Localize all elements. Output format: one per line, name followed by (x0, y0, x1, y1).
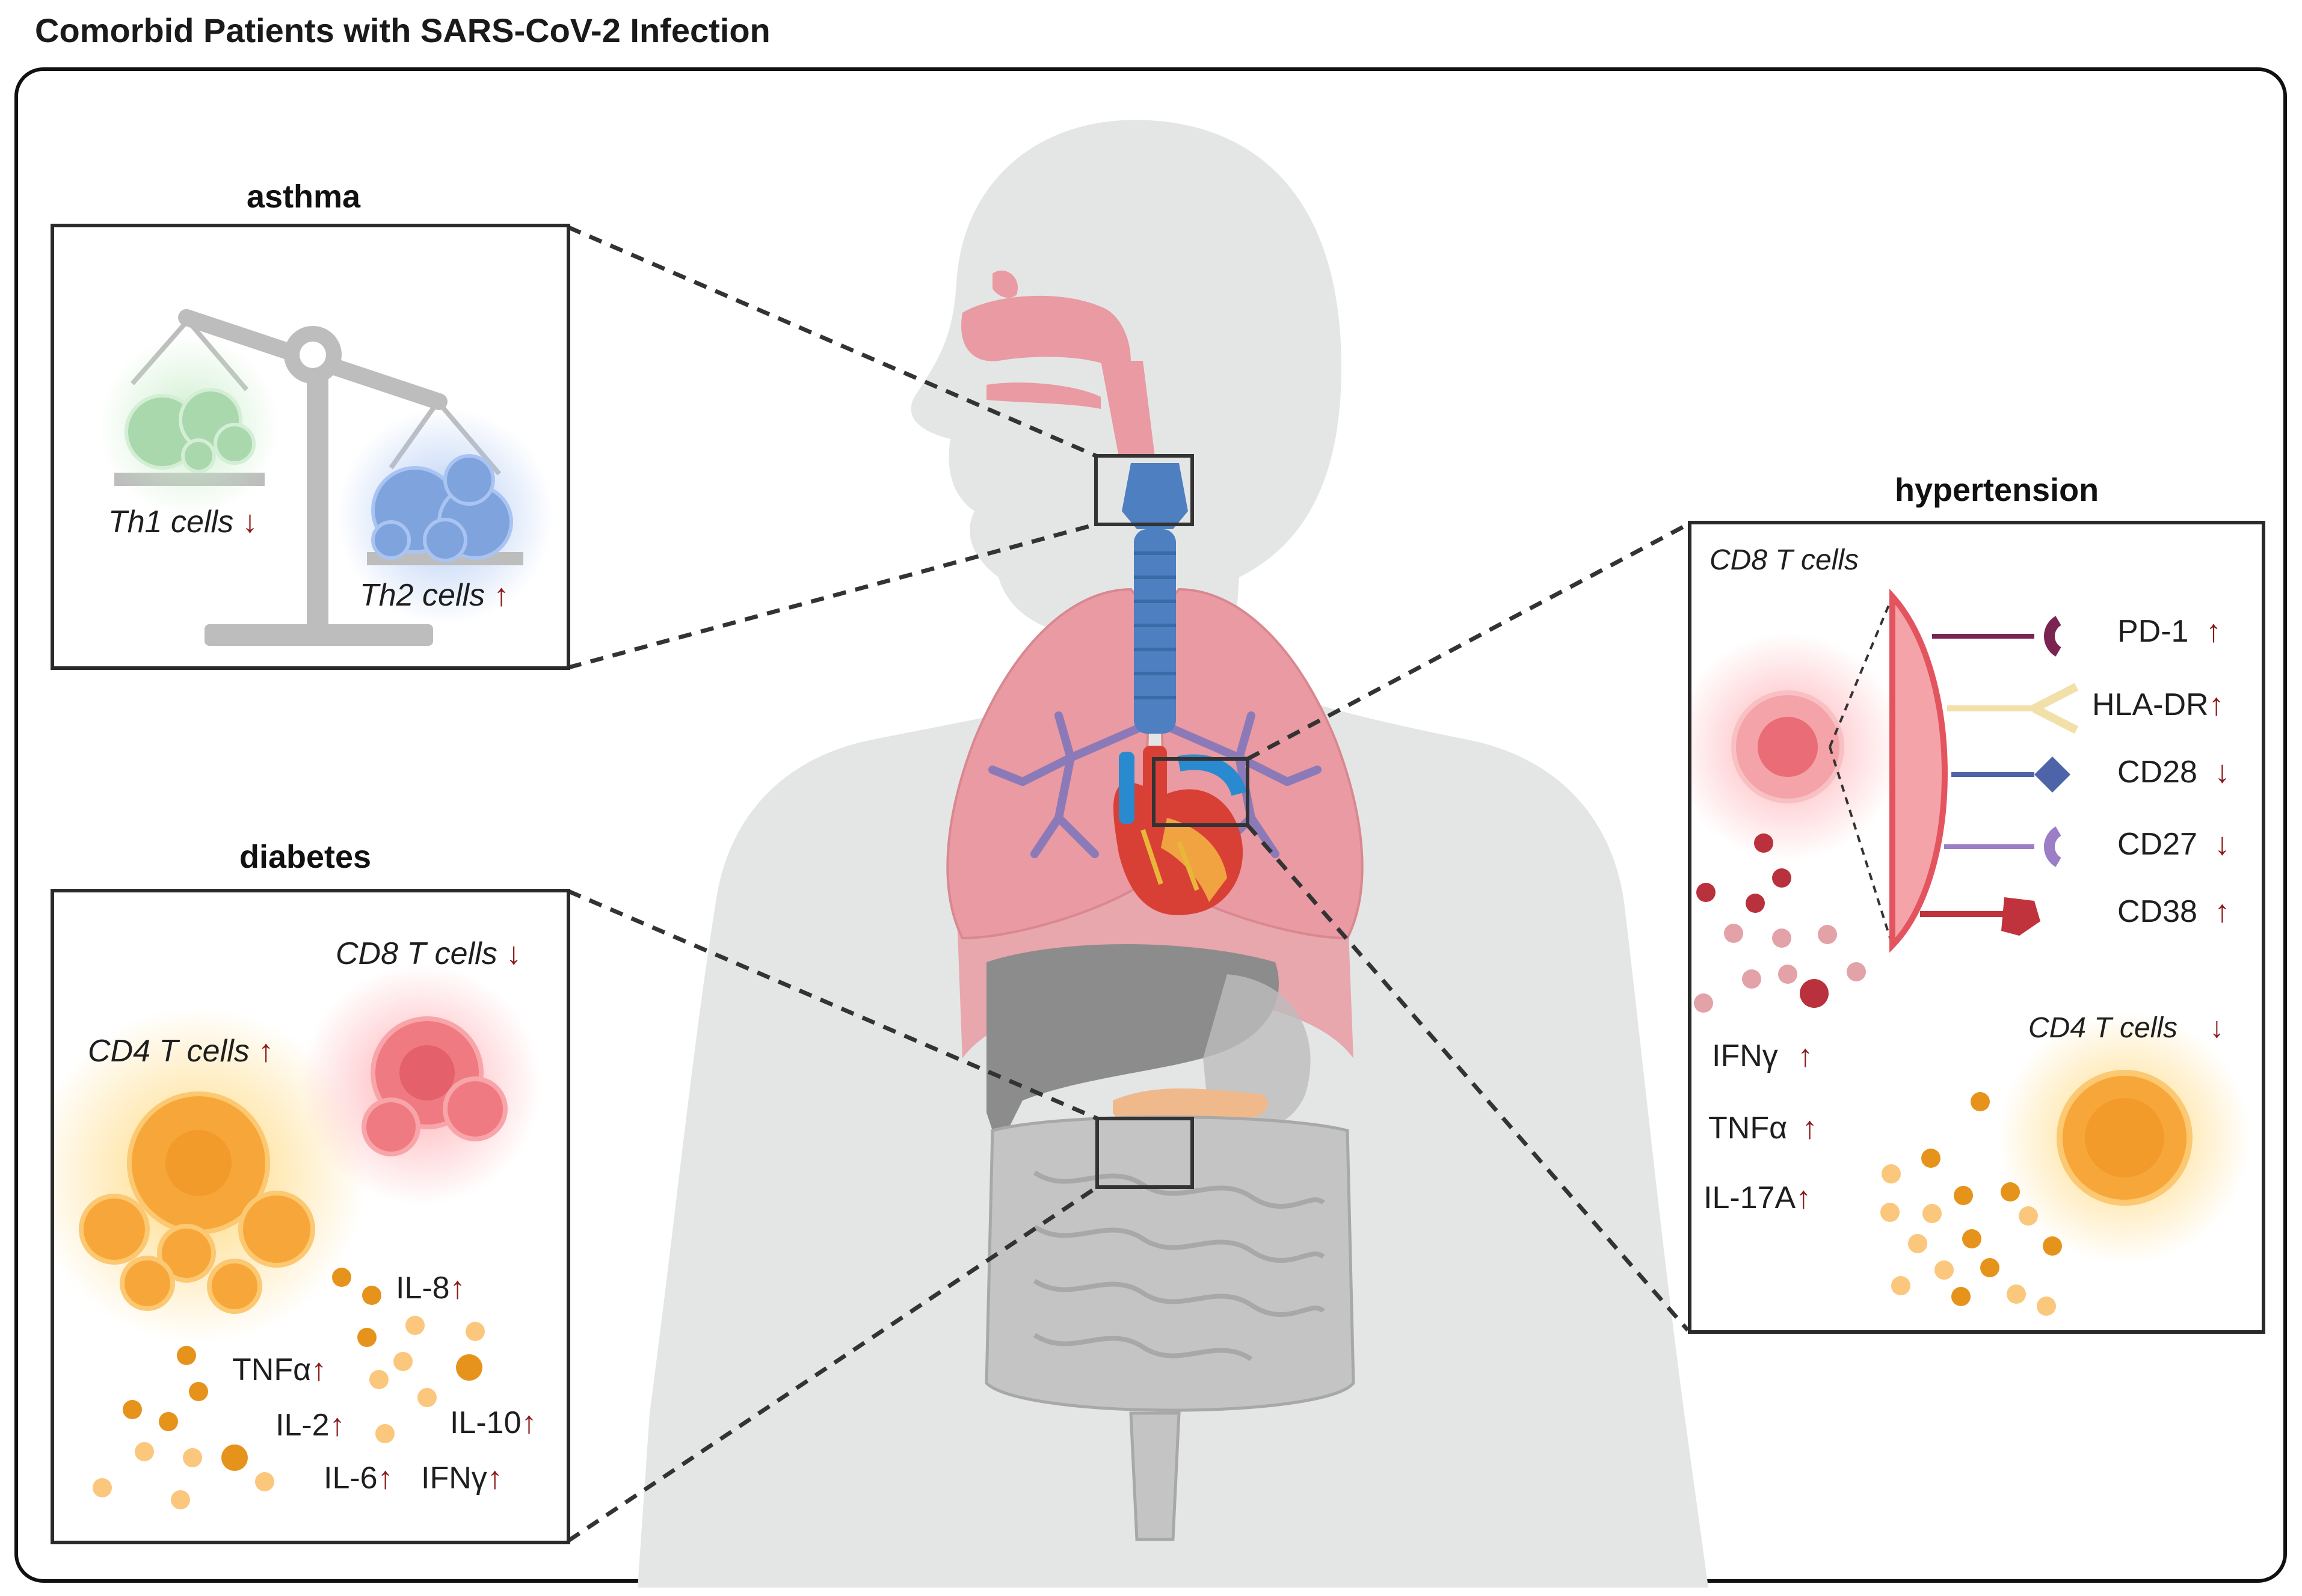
cd4-t-cells-icon (79, 1091, 315, 1314)
cd28-receptor (1951, 757, 2070, 793)
cd8-t-cells-icon (362, 1016, 508, 1156)
th2-cells-label: Th2 cells ↑ (360, 577, 509, 613)
asthma-panel: Th1 cells ↓ Th2 cells ↑ (51, 224, 570, 670)
dashed-connectors (567, 225, 1690, 1542)
up-arrow-icon: ↑ (1802, 1111, 1818, 1146)
up-arrow-icon: ↑ (487, 1461, 503, 1496)
cytokine-il8-text: IL-8 (396, 1271, 450, 1306)
marker-cd38-label: CD38 ↑ (2117, 894, 2230, 930)
intestines (985, 1116, 1355, 1541)
stomach (1203, 974, 1311, 1131)
marker-cd28-text: CD28 (2117, 755, 2197, 790)
cell-membrane (1889, 588, 1948, 953)
cytokine-il6-text: IL-6 (324, 1461, 378, 1496)
diabetes-cd4-label: CD4 T cells ↑ (88, 1033, 274, 1069)
cd38-receptor (1920, 897, 2040, 936)
cytokine-il6-label: IL-6↑ (324, 1460, 393, 1496)
cytokine-tnfa-label: TNFα↑ (232, 1352, 327, 1388)
heart-highlight-box (1152, 757, 1249, 827)
light-orange-cytokine-dots (1880, 1164, 2056, 1316)
th1-cells-icon (125, 388, 256, 473)
nasal-cavity (961, 270, 1155, 457)
pink-cytokine-dots (1694, 924, 1866, 1013)
cytokine-il2-label: IL-2↑ (275, 1407, 345, 1443)
marker-pd-1-text: PD-1 (2117, 614, 2189, 649)
th1-cells-text: Th1 cells (108, 505, 234, 539)
up-arrow-icon: ↑ (2208, 687, 2224, 722)
cytokine-dots-light (93, 1316, 485, 1509)
up-arrow-icon: ↑ (311, 1352, 327, 1387)
marker-cd27-text: CD27 (2117, 827, 2197, 862)
hyp-cytokine-tnfa-label: TNFα ↑ (1708, 1110, 1818, 1146)
orange-cytokine-dots (1921, 1092, 2062, 1306)
up-arrow-icon: ↑ (329, 1408, 345, 1443)
hyp-cytokine-ifng-text: IFNγ (1712, 1039, 1778, 1073)
hypertension-panel: CD8 T cells PD-1 ↑ HLA-DR↑ CD28 ↓ CD27 ↓… (1688, 521, 2265, 1334)
cd27-receptor (1944, 826, 2062, 867)
cytokine-il10-text: IL-10 (450, 1405, 522, 1440)
cytokine-il8-label: IL-8↑ (396, 1270, 466, 1306)
cd4-t-cell-icon (2057, 1070, 2193, 1206)
diabetes-cd8-label: CD8 T cells ↓ (336, 936, 522, 972)
marker-pd-1-label: PD-1 ↑ (2117, 613, 2221, 649)
hypertension-cd8-label: CD8 T cells (1710, 544, 1859, 576)
diabetes-panel: CD8 T cells ↓ CD4 T cells ↑ IL-8↑ TNFα↑ … (51, 889, 570, 1544)
th2-cells-text: Th2 cells (360, 578, 485, 613)
trachea (1122, 463, 1188, 734)
hyp-cytokine-il17a-label: IL-17A↑ (1703, 1180, 1811, 1216)
up-arrow-icon: ↑ (1796, 1180, 1812, 1215)
down-arrow-icon: ↓ (2214, 827, 2230, 862)
red-cytokine-dots (1696, 833, 1829, 1008)
cytokine-ifng-text: IFNγ (421, 1461, 487, 1496)
diabetes-cd4-text: CD4 T cells (88, 1034, 250, 1069)
hypertension-illustration (1691, 588, 2251, 1316)
th1-cells-label: Th1 cells ↓ (108, 504, 258, 540)
pd-1-receptor (1932, 616, 2062, 657)
up-arrow-icon: ↑ (258, 1034, 274, 1069)
cytokine-ifng-label: IFNγ↑ (421, 1460, 503, 1496)
down-arrow-icon: ↓ (242, 505, 258, 539)
up-arrow-icon: ↑ (1797, 1039, 1814, 1073)
hyp-cytokine-tnfa-text: TNFα (1708, 1111, 1788, 1146)
figure-title: Comorbid Patients with SARS-CoV-2 Infect… (35, 11, 771, 49)
liver (986, 944, 1279, 1149)
hypertension-cd4-label: CD4 T cells ↓ (2028, 1011, 2224, 1045)
marker-cd27-label: CD27 ↓ (2117, 826, 2230, 862)
up-arrow-icon: ↑ (521, 1405, 537, 1440)
cd8-t-cell-icon (1731, 690, 1844, 803)
hyp-cytokine-ifng-label: IFNγ ↑ (1712, 1038, 1813, 1074)
asthma-title: asthma (247, 179, 361, 215)
diabetes-cells-illustration (54, 965, 541, 1509)
down-arrow-icon: ↓ (2214, 755, 2230, 790)
marker-cd38-text: CD38 (2117, 894, 2197, 929)
cytokine-tnfa-text: TNFα (232, 1352, 312, 1387)
up-arrow-icon: ↑ (377, 1461, 393, 1496)
balance-scale-icon (99, 309, 553, 646)
hypertension-cd4-text: CD4 T cells (2028, 1012, 2178, 1044)
cytokine-il2-text: IL-2 (275, 1408, 330, 1443)
up-arrow-icon: ↑ (2214, 894, 2230, 929)
hla-dr-receptor (1947, 683, 2079, 734)
diabetes-title: diabetes (239, 839, 372, 875)
cytokine-dots (123, 1268, 482, 1471)
diabetes-cd8-text: CD8 T cells (336, 936, 497, 971)
down-arrow-icon: ↓ (506, 936, 522, 971)
up-arrow-icon: ↑ (493, 578, 509, 613)
marker-cd28-label: CD28 ↓ (2117, 754, 2230, 790)
pancreas-highlight-box (1095, 1117, 1194, 1189)
down-arrow-icon: ↓ (2209, 1012, 2224, 1044)
up-arrow-icon: ↑ (2205, 614, 2221, 649)
cytokine-il10-label: IL-10↑ (450, 1405, 537, 1441)
hypertension-title: hypertension (1895, 472, 2099, 508)
throat-highlight-box (1094, 454, 1194, 526)
up-arrow-icon: ↑ (449, 1271, 466, 1306)
marker-hla-dr-text: HLA-DR (2092, 687, 2209, 722)
hyp-cytokine-il17a-text: IL-17A (1703, 1180, 1796, 1215)
th2-cells-icon (371, 454, 513, 562)
marker-hla-dr-label: HLA-DR↑ (2092, 687, 2224, 723)
